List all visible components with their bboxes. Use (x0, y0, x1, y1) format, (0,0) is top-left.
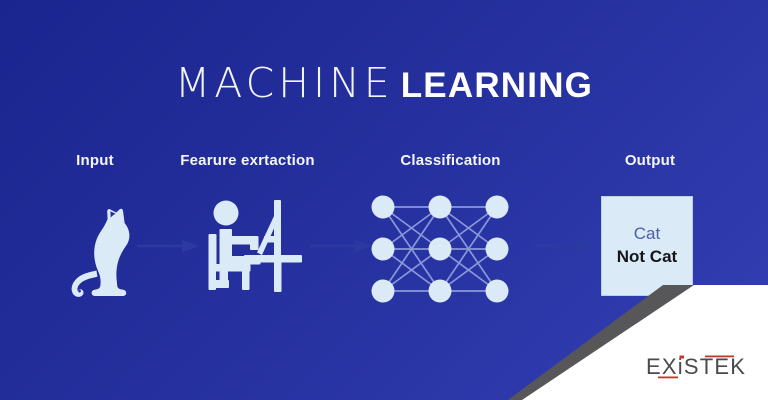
title-light-part: MACHINE (174, 59, 394, 107)
arrow-feature-to-classification (310, 238, 372, 259)
person-at-desk-icon (198, 192, 313, 304)
output-label-cat: Cat (633, 224, 661, 244)
logo-accent-underline (658, 376, 678, 379)
stage-label-output: Output (624, 152, 676, 169)
network-node (485, 195, 509, 219)
stage-label-classification: Classification (400, 152, 501, 169)
stage-label-feature: Fearure exrtaction (180, 152, 315, 169)
network-node (485, 237, 509, 261)
logo-accent-dot (679, 355, 684, 359)
logo-text: EXiSTEK (646, 354, 746, 379)
output-label-not-cat: Not Cat (616, 247, 678, 266)
network-node (485, 279, 509, 303)
output-result-box: Cat Not Cat (601, 196, 693, 296)
existek-logo: EXiSTEK (646, 354, 746, 379)
title-bold-part: LEARNING (400, 66, 594, 105)
network-node (428, 237, 452, 261)
network-node (371, 237, 395, 261)
arrow-input-to-feature (137, 238, 199, 259)
network-node (371, 279, 395, 303)
network-node (428, 279, 452, 303)
stage-label-input: Input (76, 152, 114, 169)
logo-accent-overline (705, 355, 734, 358)
network-node (428, 195, 452, 219)
cat-silhouette-icon (58, 192, 150, 304)
network-node (371, 195, 395, 219)
neural-network-icon (363, 190, 518, 308)
arrow-classification-to-output (532, 238, 594, 259)
